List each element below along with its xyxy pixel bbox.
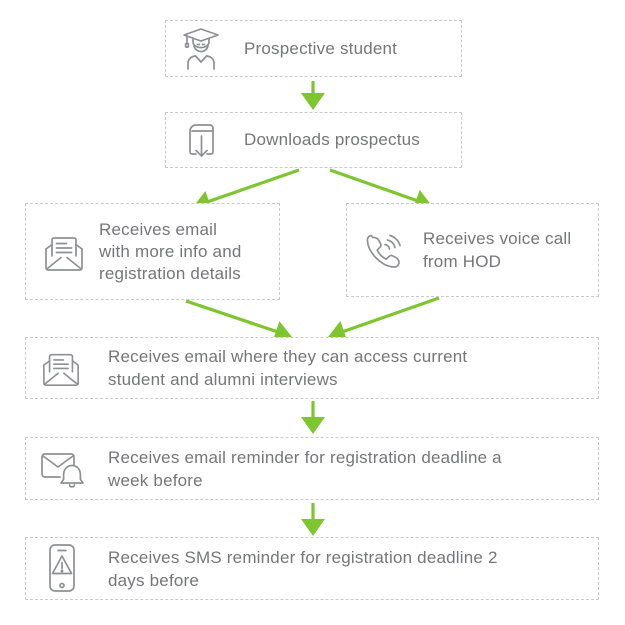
arrow-voice-call-to-interviews bbox=[328, 296, 440, 342]
node-receives-email-reminder: Receives email reminder for registration… bbox=[25, 437, 599, 500]
node-receives-voice-call: Receives voice call from HOD bbox=[346, 203, 599, 297]
node-label: Receives SMS reminder for registration d… bbox=[108, 547, 498, 590]
node-receives-email-info: Receives email with more info and regist… bbox=[25, 203, 280, 300]
node-receives-email-interviews: Receives email where they can access cur… bbox=[25, 337, 599, 399]
arrow-interviews-to-email-reminder bbox=[301, 401, 325, 434]
node-receives-sms-reminder: Receives SMS reminder for registration d… bbox=[25, 537, 599, 600]
smartphone-alert-icon bbox=[44, 542, 80, 596]
node-label: Prospective student bbox=[244, 38, 398, 58]
node-label: Downloads prospectus bbox=[244, 130, 420, 149]
node-label: Receives email where they can access cur… bbox=[108, 347, 468, 389]
node-downloads-prospectus: Downloads prospectus bbox=[165, 112, 462, 168]
open-email-icon bbox=[42, 231, 86, 273]
open-email-icon bbox=[40, 348, 82, 388]
node-prospective-student: Prospective student bbox=[165, 20, 462, 77]
arrow-email-info-to-interviews bbox=[185, 299, 292, 342]
arrow-prospective-to-prospectus bbox=[301, 81, 325, 110]
email-bell-icon bbox=[38, 447, 84, 491]
node-label: Receives voice call from HOD bbox=[423, 229, 572, 271]
graduate-icon bbox=[180, 26, 222, 72]
node-label: Receives email reminder for registration… bbox=[108, 447, 502, 490]
node-label: Receives email with more info and regist… bbox=[99, 219, 242, 283]
arrow-email-reminder-to-sms-reminder bbox=[301, 503, 325, 536]
phone-call-icon bbox=[359, 228, 403, 272]
prospectus-download-icon bbox=[180, 118, 222, 162]
